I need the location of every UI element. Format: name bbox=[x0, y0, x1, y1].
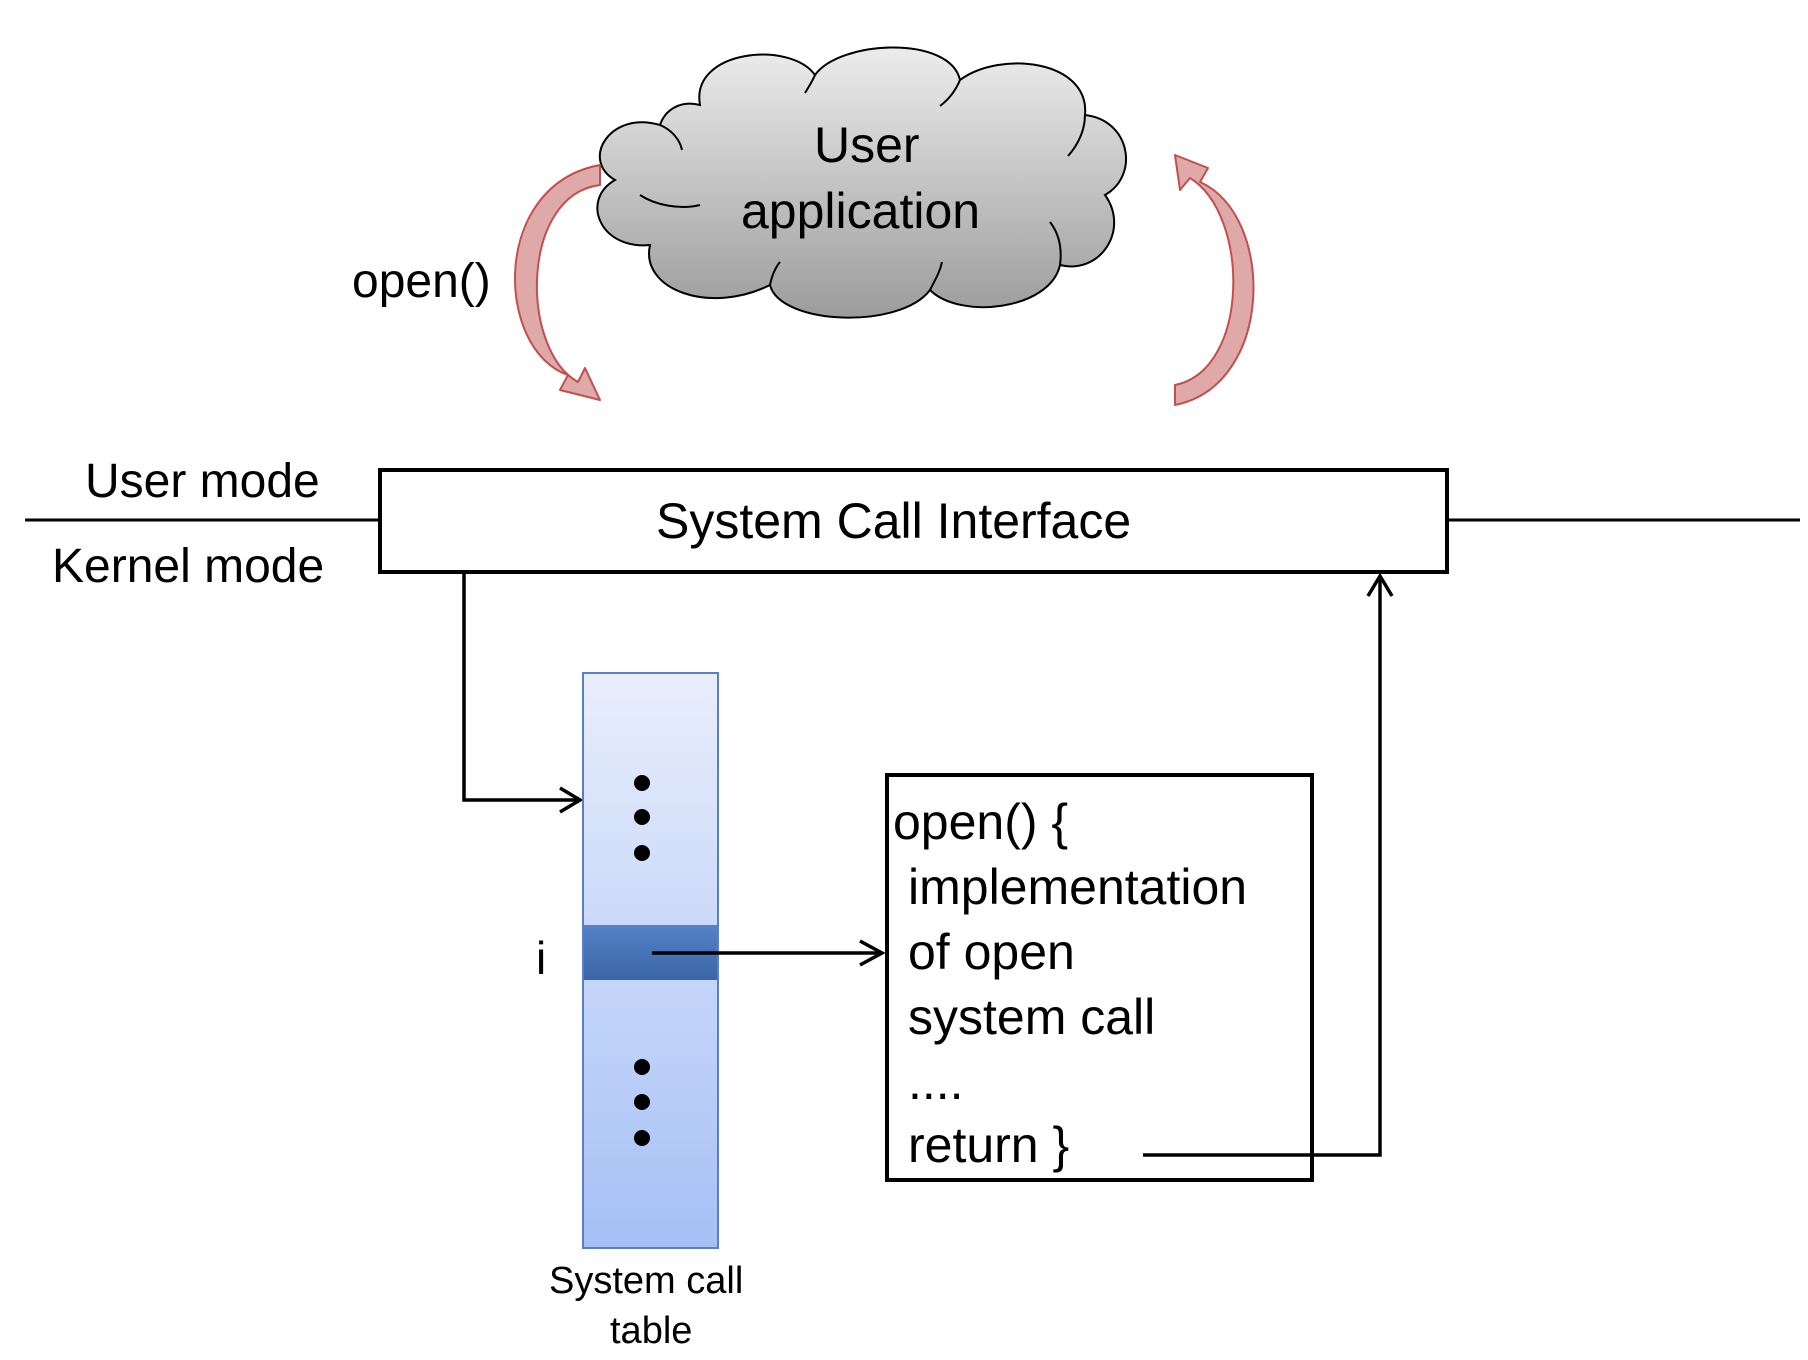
cloud-label-line1: User bbox=[814, 117, 920, 173]
system-call-interface-label: System Call Interface bbox=[656, 493, 1132, 549]
code-line: return } bbox=[908, 1117, 1070, 1173]
code-line: system call bbox=[908, 989, 1156, 1045]
user-application-cloud bbox=[596, 46, 1128, 319]
code-line: implementation bbox=[908, 859, 1248, 915]
kernel-mode-label: Kernel mode bbox=[52, 540, 325, 593]
code-line: .... bbox=[908, 1054, 964, 1110]
user-mode-label: User mode bbox=[85, 455, 320, 508]
system-call-interface-box bbox=[378, 468, 1449, 574]
open-call-label: open() bbox=[352, 255, 491, 308]
table-caption-line1: System call bbox=[549, 1260, 744, 1302]
table-ellipsis-bottom bbox=[634, 1059, 650, 1146]
open-implementation-box bbox=[885, 773, 1314, 1182]
code-line: open() { bbox=[893, 794, 1069, 850]
table-index-label: i bbox=[536, 932, 547, 984]
table-ellipsis-top bbox=[634, 775, 650, 861]
table-caption-line2: table bbox=[610, 1310, 693, 1352]
return-path-arrow bbox=[1143, 578, 1382, 1157]
code-line: of open bbox=[908, 924, 1075, 980]
return-arrow-up bbox=[1174, 154, 1255, 406]
call-arrow-down bbox=[514, 164, 601, 401]
cloud-label-line2: application bbox=[741, 183, 981, 239]
dispatch-arrow bbox=[462, 572, 580, 802]
